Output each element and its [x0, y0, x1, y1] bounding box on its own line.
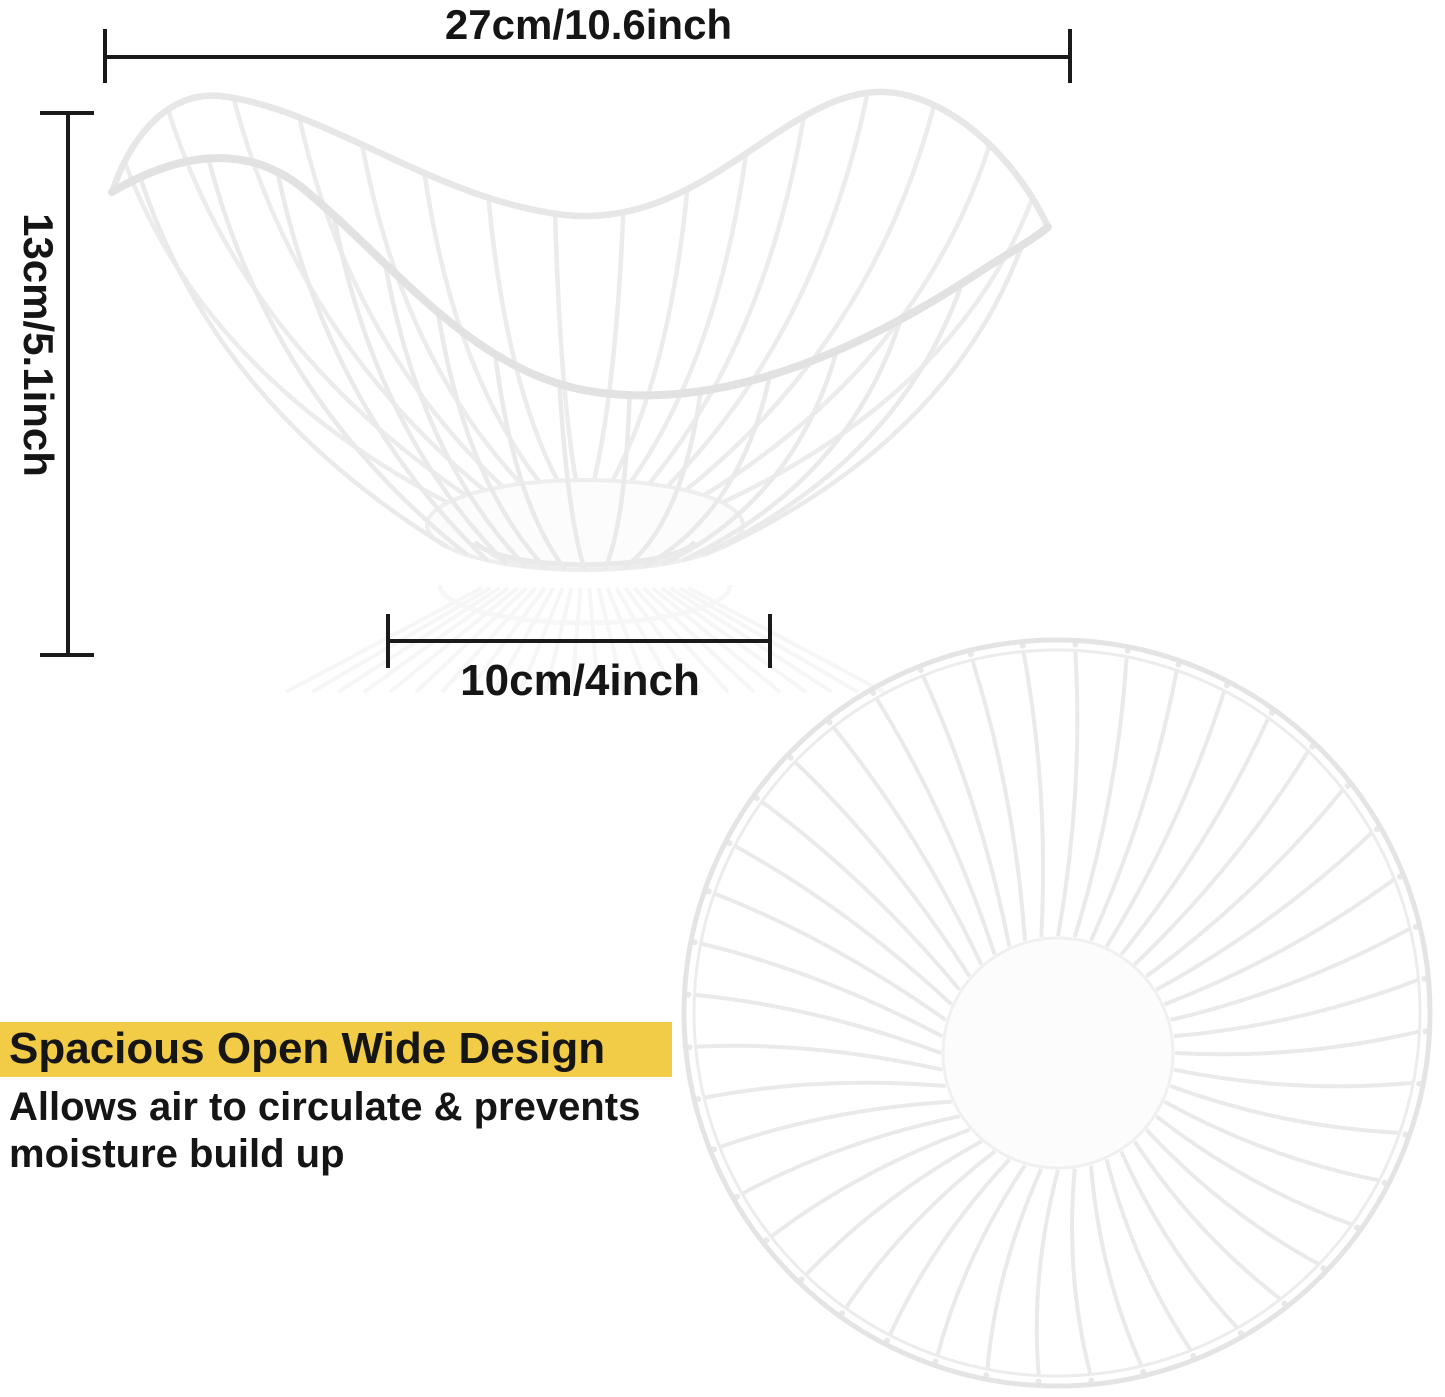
side-back-rim	[108, 88, 1052, 231]
basket-side-view-image	[108, 88, 1052, 694]
feature-highlight: Spacious Open Wide Design	[0, 1022, 672, 1077]
side-front-rim	[108, 154, 1052, 400]
side-back-wires	[122, 92, 1035, 505]
side-front-wires	[138, 157, 1025, 572]
top-inner-rim	[692, 648, 1422, 1378]
feature-headline: Spacious Open Wide Design	[9, 1024, 606, 1073]
basket-top-view-image	[681, 637, 1433, 1389]
feature-description-line2: moisture build up	[9, 1132, 345, 1176]
base-dimension-label: 10cm/4inch	[460, 656, 700, 705]
height-dimension-label: 13cm/5.1inch	[15, 213, 62, 477]
base-dimension-line	[388, 639, 772, 643]
feature-description-line1: Allows air to circulate & prevents	[9, 1085, 641, 1129]
height-dimension-top-tick	[40, 111, 94, 115]
top-spokes	[693, 649, 1421, 1377]
width-dimension-line	[105, 55, 1072, 59]
width-dimension-left-tick	[103, 29, 107, 83]
top-center-disc	[941, 936, 1175, 1170]
feature-description: Allows air to circulate & prevents moist…	[9, 1084, 640, 1178]
base-dimension-right-tick	[768, 614, 772, 668]
height-dimension-line	[66, 113, 70, 657]
height-dimension-bottom-tick	[40, 653, 94, 657]
width-dimension-label: 27cm/10.6inch	[444, 1, 733, 48]
base-dimension-left-tick	[386, 614, 390, 668]
width-dimension-right-tick	[1068, 29, 1072, 83]
top-outer-rim	[681, 637, 1433, 1389]
